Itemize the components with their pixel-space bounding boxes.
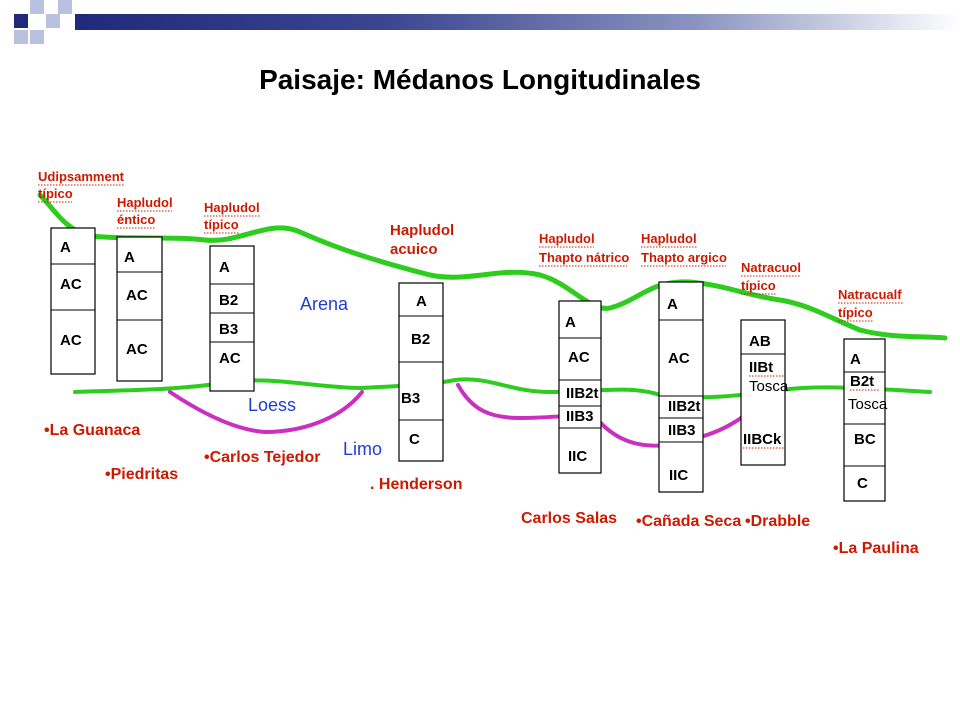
soil-name-line1: Natracuol xyxy=(741,260,801,275)
horizon-label: Tosca xyxy=(848,396,888,413)
header-square-light-2 xyxy=(46,14,60,28)
soil-name-line1: Udipsamment xyxy=(38,169,125,184)
material-label-loess: Loess xyxy=(248,395,296,415)
horizon-label: IIC xyxy=(669,467,688,484)
soil-column xyxy=(843,338,886,502)
soil-column xyxy=(558,300,602,474)
horizon-label: A xyxy=(60,239,71,256)
soil-name-line2: típico xyxy=(741,278,776,293)
location-label: •Carlos Tejedor xyxy=(204,449,320,466)
soil-name-line2: acuico xyxy=(390,241,438,258)
horizon-label: A xyxy=(850,351,861,368)
horizon-label: AC xyxy=(60,276,82,293)
soil-profile-natracualf: Natracualf típico A B2t Tosca BC C xyxy=(838,287,903,502)
location-label: Carlos Salas xyxy=(521,510,617,527)
horizon-label: IIB2t xyxy=(668,398,701,415)
header-square-light-5 xyxy=(58,0,72,14)
soil-name-line1: Hapludol xyxy=(204,200,260,215)
horizon-label: A xyxy=(565,314,576,331)
soil-column xyxy=(398,282,444,462)
horizon-label: AC xyxy=(60,332,82,349)
location-label: •Drabble xyxy=(745,513,810,530)
soil-name-line1: Hapludol xyxy=(539,231,595,246)
location-label: •Piedritas xyxy=(105,466,178,483)
soil-name-line2: Thapto argico xyxy=(641,250,727,265)
soil-name-line1: Hapludol xyxy=(641,231,697,246)
horizon-label: B2 xyxy=(411,331,430,348)
horizon-label: B2 xyxy=(219,292,238,309)
soil-profile-hapludol-thapto-argico: Hapludol Thapto argico A AC IIB2t IIB3 I… xyxy=(641,231,727,493)
soil-profile-hapludol-entico: Hapludol éntico A AC AC xyxy=(116,195,173,382)
horizon-label: B3 xyxy=(219,321,238,338)
loess-surface-line xyxy=(73,377,932,400)
horizon-label: AC xyxy=(568,349,590,366)
horizon-label: A xyxy=(416,293,427,310)
header-square-light-1 xyxy=(30,0,44,14)
horizon-label: C xyxy=(857,475,868,492)
horizon-label: BC xyxy=(854,431,876,448)
horizon-label: C xyxy=(409,431,420,448)
soil-column xyxy=(209,245,255,392)
soil-name-line1: Hapludol xyxy=(117,195,173,210)
soil-profile-hapludol-acuico: Hapludol acuico A B2 B3 C xyxy=(390,222,454,462)
slide-header-decoration xyxy=(0,0,960,50)
horizon-label: Tosca xyxy=(749,378,789,395)
limo-boundary-left xyxy=(168,390,364,435)
horizon-label: AC xyxy=(126,287,148,304)
location-label: •La Paulina xyxy=(833,540,919,557)
soil-name-line2: éntico xyxy=(117,212,155,227)
horizon-label: AC xyxy=(126,341,148,358)
horizon-label: A xyxy=(124,249,135,266)
horizon-label: IIB3 xyxy=(668,422,696,439)
slide-title: Paisaje: Médanos Longitudinales xyxy=(259,64,701,95)
horizon-label: AC xyxy=(668,350,690,367)
header-square-dark-1 xyxy=(14,14,28,28)
horizon-label: B3 xyxy=(401,390,420,407)
material-label-limo: Limo xyxy=(343,439,382,459)
horizon-label: A xyxy=(667,296,678,313)
horizon-label: B2t xyxy=(850,373,874,390)
dune-surface-line xyxy=(37,192,948,341)
soil-profile-udipsamment: Udipsamment típico A AC AC xyxy=(38,169,125,375)
soil-profile-natracuol: Natracuol típico AB IIBt Tosca IIBCk xyxy=(740,260,801,466)
soil-column xyxy=(740,319,786,466)
soil-column xyxy=(658,281,704,493)
soil-name-line2: Thapto nátrico xyxy=(539,250,629,265)
soil-name-line2: típico xyxy=(838,305,873,320)
horizon-label: AC xyxy=(219,350,241,367)
horizon-label: IIC xyxy=(568,448,587,465)
horizon-label: AB xyxy=(749,333,771,350)
location-label: •Cañada Seca xyxy=(636,513,741,530)
limo-boundary-right xyxy=(456,383,782,448)
horizon-label: A xyxy=(219,259,230,276)
soil-name-line2: típico xyxy=(38,186,73,201)
header-gradient-bar xyxy=(75,14,960,30)
soil-column xyxy=(50,227,96,375)
location-label: •La Guanaca xyxy=(44,422,140,439)
horizon-label: IIB2t xyxy=(566,385,599,402)
header-square-light-3 xyxy=(30,30,44,44)
location-label: . Henderson xyxy=(370,476,462,493)
material-label-arena: Arena xyxy=(300,294,349,314)
soil-profile-hapludol-thapto-natrico: Hapludol Thapto nátrico A AC IIB2t IIB3 … xyxy=(539,231,629,474)
horizon-label: IIB3 xyxy=(566,408,594,425)
soil-name-line1: Natracualf xyxy=(838,287,902,302)
horizon-label: IIBt xyxy=(749,359,773,376)
soil-name-line1: Hapludol xyxy=(390,222,454,239)
horizon-label: IIBCk xyxy=(743,431,782,448)
header-square-light-4 xyxy=(14,30,28,44)
soil-profile-hapludol-tipico: Hapludol típico A B2 B3 AC xyxy=(204,200,260,392)
soil-column xyxy=(116,236,163,382)
soil-name-line2: típico xyxy=(204,217,239,232)
